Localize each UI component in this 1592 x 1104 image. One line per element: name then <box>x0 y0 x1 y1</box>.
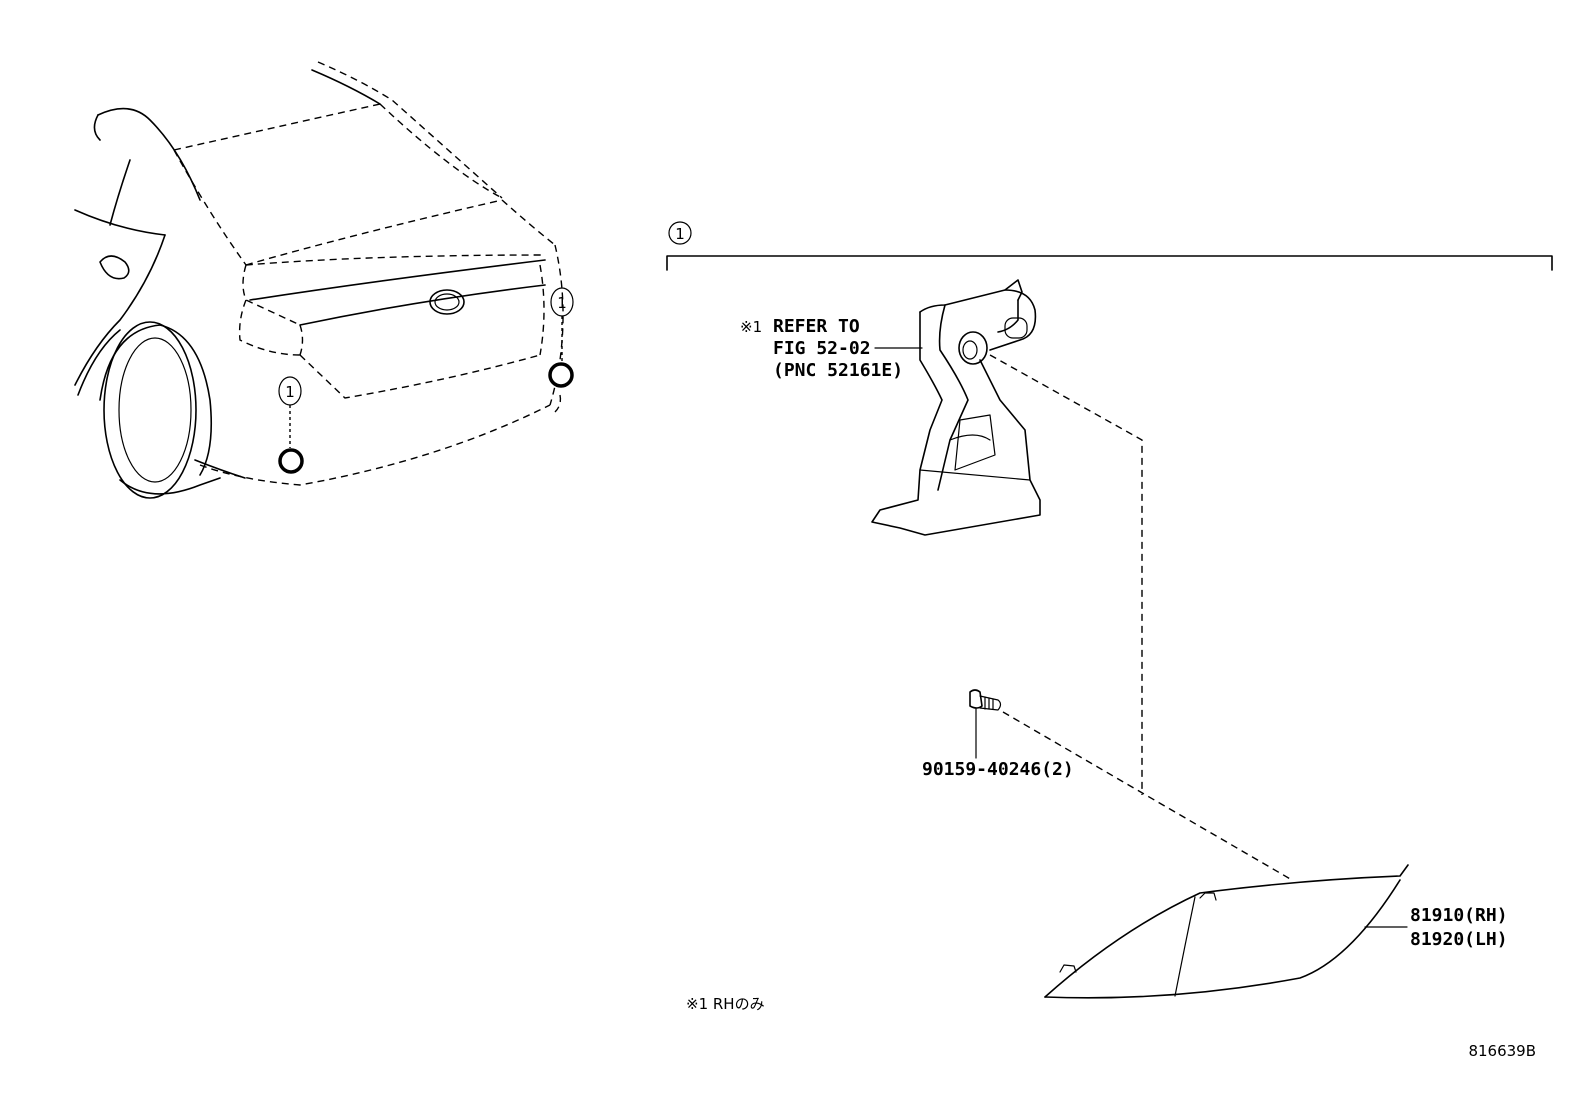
screw-part-number: 90159-40246(2) <box>922 759 1074 780</box>
lamp-part-number-lh: 81920(LH) <box>1410 929 1508 950</box>
car-callout-left: 1 <box>278 376 304 474</box>
car-callout-right: 1 <box>548 287 574 388</box>
bumper-bracket-illustration <box>871 279 1041 536</box>
note-line-2: FIG 52-02 <box>773 338 871 359</box>
reflector-lamp-illustration <box>1044 864 1409 999</box>
callout-number: 1 <box>557 294 567 312</box>
note-mark: ※1 <box>740 318 762 336</box>
note-line-1: REFER TO <box>773 316 860 337</box>
lamp-part-number-rh: 81910(RH) <box>1410 905 1508 926</box>
note-line-3: (PNC 52161E) <box>773 360 903 381</box>
screw-illustration <box>969 689 1002 759</box>
sensor-location-marker <box>548 362 574 388</box>
group-bracket: 1 <box>666 221 1553 271</box>
footnote: ※1 RHのみ <box>686 995 765 1013</box>
assembly-lines <box>989 354 1293 881</box>
diagram-id: 816639B <box>1468 1042 1536 1060</box>
sensor-location-marker <box>278 448 304 474</box>
callout-number: 1 <box>285 383 295 401</box>
refer-to-note: ※1 REFER TO FIG 52-02 (PNC 52161E) <box>740 316 903 381</box>
vehicle-rear-illustration: 1 1 <box>74 61 574 499</box>
group-callout-number: 1 <box>675 225 685 243</box>
